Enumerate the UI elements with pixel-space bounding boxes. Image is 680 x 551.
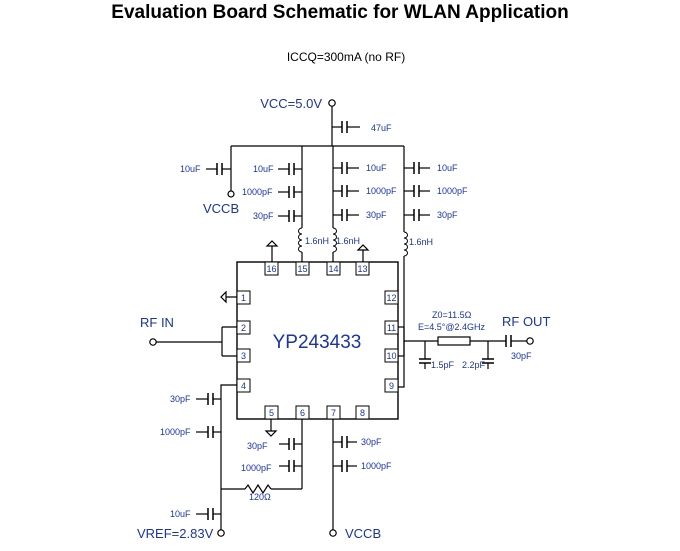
capacitor-p6-1000pf: 1000pF	[241, 460, 302, 473]
svg-text:2.2pF: 2.2pF	[462, 360, 486, 370]
capacitor-p15-10uf: 10uF	[253, 163, 302, 175]
rf-out-label: RF OUT	[502, 314, 550, 329]
inductor-l15: 1.6nH	[298, 227, 329, 253]
vccb-bottom-label: VCCB	[345, 526, 381, 541]
pin-5: 5	[269, 408, 274, 418]
svg-text:1.6nH: 1.6nH	[305, 236, 329, 246]
svg-text:1000pF: 1000pF	[366, 186, 397, 196]
capacitor-p7-30pf: 30pF	[333, 436, 382, 448]
vccb-top-label: VCCB	[203, 201, 239, 216]
svg-text:30pF: 30pF	[437, 210, 458, 220]
transmission-line: Z0=11.5Ω E=4.5°@2.4GHz	[418, 310, 486, 346]
bias-condition: ICCQ=300mA (no RF)	[287, 50, 405, 64]
capacitor-47uf: 47uF	[341, 121, 392, 133]
capacitor-p15-1000pf: 1000pF	[242, 186, 302, 198]
svg-text:1000pF: 1000pF	[361, 461, 392, 471]
svg-text:Z0=11.5Ω: Z0=11.5Ω	[432, 310, 472, 320]
capacitor-p7-1000pf: 1000pF	[333, 460, 392, 472]
capacitor-right-10uf: 10uF	[404, 162, 458, 174]
capacitor-shunt-2p2pf: 2.2pF	[462, 341, 494, 370]
capacitor-p14-1000pf: 1000pF	[333, 185, 397, 197]
pin-2: 2	[241, 323, 246, 333]
inductor-l14: 1.6nH	[332, 227, 360, 253]
svg-text:10uF: 10uF	[366, 163, 387, 173]
svg-text:1.6nH: 1.6nH	[336, 236, 360, 246]
svg-text:1000pF: 1000pF	[241, 463, 272, 473]
pin-15: 15	[297, 264, 307, 274]
pin-12: 12	[386, 293, 396, 303]
capacitor-p14-10uf: 10uF	[333, 162, 387, 174]
svg-text:120Ω: 120Ω	[249, 492, 271, 502]
svg-text:47uF: 47uF	[371, 123, 392, 133]
capacitor-output-30pf: 30pF	[505, 335, 532, 361]
capacitor-left-10uf: 10uF	[180, 163, 231, 175]
pin-4: 4	[241, 381, 246, 391]
svg-text:30pF: 30pF	[170, 394, 191, 404]
svg-text:1000pF: 1000pF	[160, 427, 191, 437]
pin-8: 8	[360, 408, 365, 418]
vcc-node: VCC=5.0V	[260, 96, 336, 111]
capacitor-vref-10uf: 10uF	[170, 508, 221, 520]
svg-text:10uF: 10uF	[170, 509, 191, 519]
svg-text:1000pF: 1000pF	[437, 186, 468, 196]
inductor-right: 1.6nH	[403, 231, 433, 257]
svg-text:10uF: 10uF	[437, 163, 458, 173]
pin-10: 10	[386, 351, 396, 361]
vref-label: VREF=2.83V	[137, 526, 214, 541]
svg-text:1.5pF: 1.5pF	[431, 360, 455, 370]
pin-6: 6	[300, 408, 305, 418]
capacitor-p14-30pf: 30pF	[333, 209, 387, 221]
svg-text:10uF: 10uF	[180, 164, 201, 174]
svg-text:30pF: 30pF	[511, 351, 532, 361]
chip-body	[236, 261, 399, 420]
capacitor-vref-30pf: 30pF	[170, 393, 221, 405]
rf-in-label: RF IN	[140, 315, 174, 330]
pin-14: 14	[328, 264, 338, 274]
svg-text:30pF: 30pF	[247, 441, 268, 451]
capacitor-right-1000pf: 1000pF	[404, 185, 468, 197]
ground-icon	[265, 240, 279, 262]
capacitor-right-30pf: 30pF	[404, 209, 458, 221]
svg-text:30pF: 30pF	[366, 210, 387, 220]
capacitor-p6-30pf: 30pF	[247, 438, 302, 451]
svg-text:E=4.5°@2.4GHz: E=4.5°@2.4GHz	[418, 322, 486, 332]
ground-icon	[264, 419, 278, 437]
pin-13: 13	[357, 264, 367, 274]
ground-icon	[220, 290, 237, 304]
capacitor-shunt-1p5pf: 1.5pF	[419, 341, 455, 370]
pin-7: 7	[331, 408, 336, 418]
pin-16: 16	[266, 264, 276, 274]
pin-11: 11	[387, 323, 396, 333]
ground-icon	[356, 244, 370, 262]
pin-9: 9	[389, 381, 394, 391]
svg-text:30pF: 30pF	[361, 437, 382, 447]
svg-text:1.6nH: 1.6nH	[409, 237, 433, 247]
resistor-120ohm: 120Ω	[221, 483, 302, 502]
pin-3: 3	[241, 351, 246, 361]
pin-1: 1	[241, 293, 246, 303]
chip-name: YP243433	[273, 332, 362, 353]
svg-text:10uF: 10uF	[253, 164, 274, 174]
svg-text:1000pF: 1000pF	[242, 187, 273, 197]
svg-text:30pF: 30pF	[253, 211, 274, 221]
vcc-label: VCC=5.0V	[260, 96, 322, 111]
capacitor-vref-1000pf: 1000pF	[160, 426, 221, 438]
page-title: Evaluation Board Schematic for WLAN Appl…	[111, 2, 568, 23]
capacitor-p15-30pf: 30pF	[253, 210, 302, 222]
